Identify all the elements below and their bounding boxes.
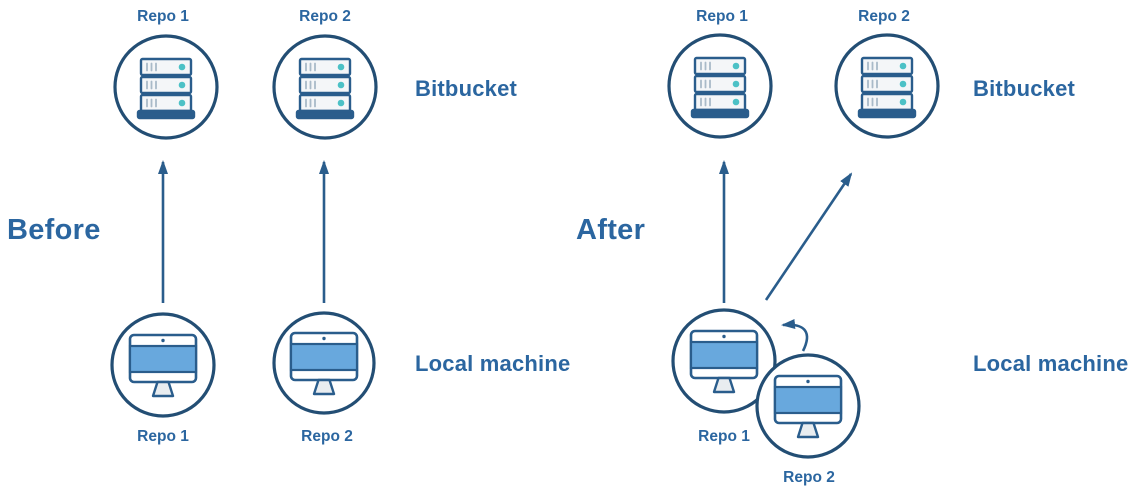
curved-left-arrow: [781, 318, 809, 352]
after-local-repo2-node: [755, 353, 861, 459]
after-remote-repo2-label: Repo 2: [858, 8, 910, 25]
server-icon: [857, 56, 917, 119]
server-icon: [690, 56, 750, 119]
after-local-repo2-label: Repo 2: [783, 469, 835, 486]
after-local-machine-label: Local machine: [973, 351, 1128, 376]
after-panel: After Repo 1 Repo 2 Bitbucket Repo 1: [576, 8, 1128, 486]
before-panel: Before Repo 1 Repo 2 Bitbucket Repo 1 Re…: [7, 8, 570, 445]
before-local-repo1-node: [110, 312, 216, 418]
before-remote-repo2-label: Repo 2: [299, 8, 351, 25]
after-remote-repo2-node: [834, 33, 940, 139]
before-heading: Before: [7, 214, 101, 246]
after-local-repo1-label: Repo 1: [698, 428, 750, 445]
after-heading: After: [576, 214, 645, 246]
server-icon: [295, 57, 355, 120]
before-local-machine-label: Local machine: [415, 351, 570, 376]
diagonal-up-right-arrow-repo2: [764, 172, 853, 301]
after-local-repo1-node: [671, 308, 777, 414]
before-bitbucket-label: Bitbucket: [415, 76, 518, 101]
server-icon: [136, 57, 196, 120]
after-remote-repo1-label: Repo 1: [696, 8, 748, 25]
after-bitbucket-label: Bitbucket: [973, 76, 1076, 101]
before-remote-repo2-node: [272, 34, 378, 140]
before-remote-repo1-label: Repo 1: [137, 8, 189, 25]
before-local-repo2-node: [272, 311, 376, 415]
after-remote-repo1-node: [667, 33, 773, 139]
before-local-repo2-label: Repo 2: [301, 428, 353, 445]
before-local-repo1-label: Repo 1: [137, 428, 189, 445]
before-remote-repo1-node: [113, 34, 219, 140]
